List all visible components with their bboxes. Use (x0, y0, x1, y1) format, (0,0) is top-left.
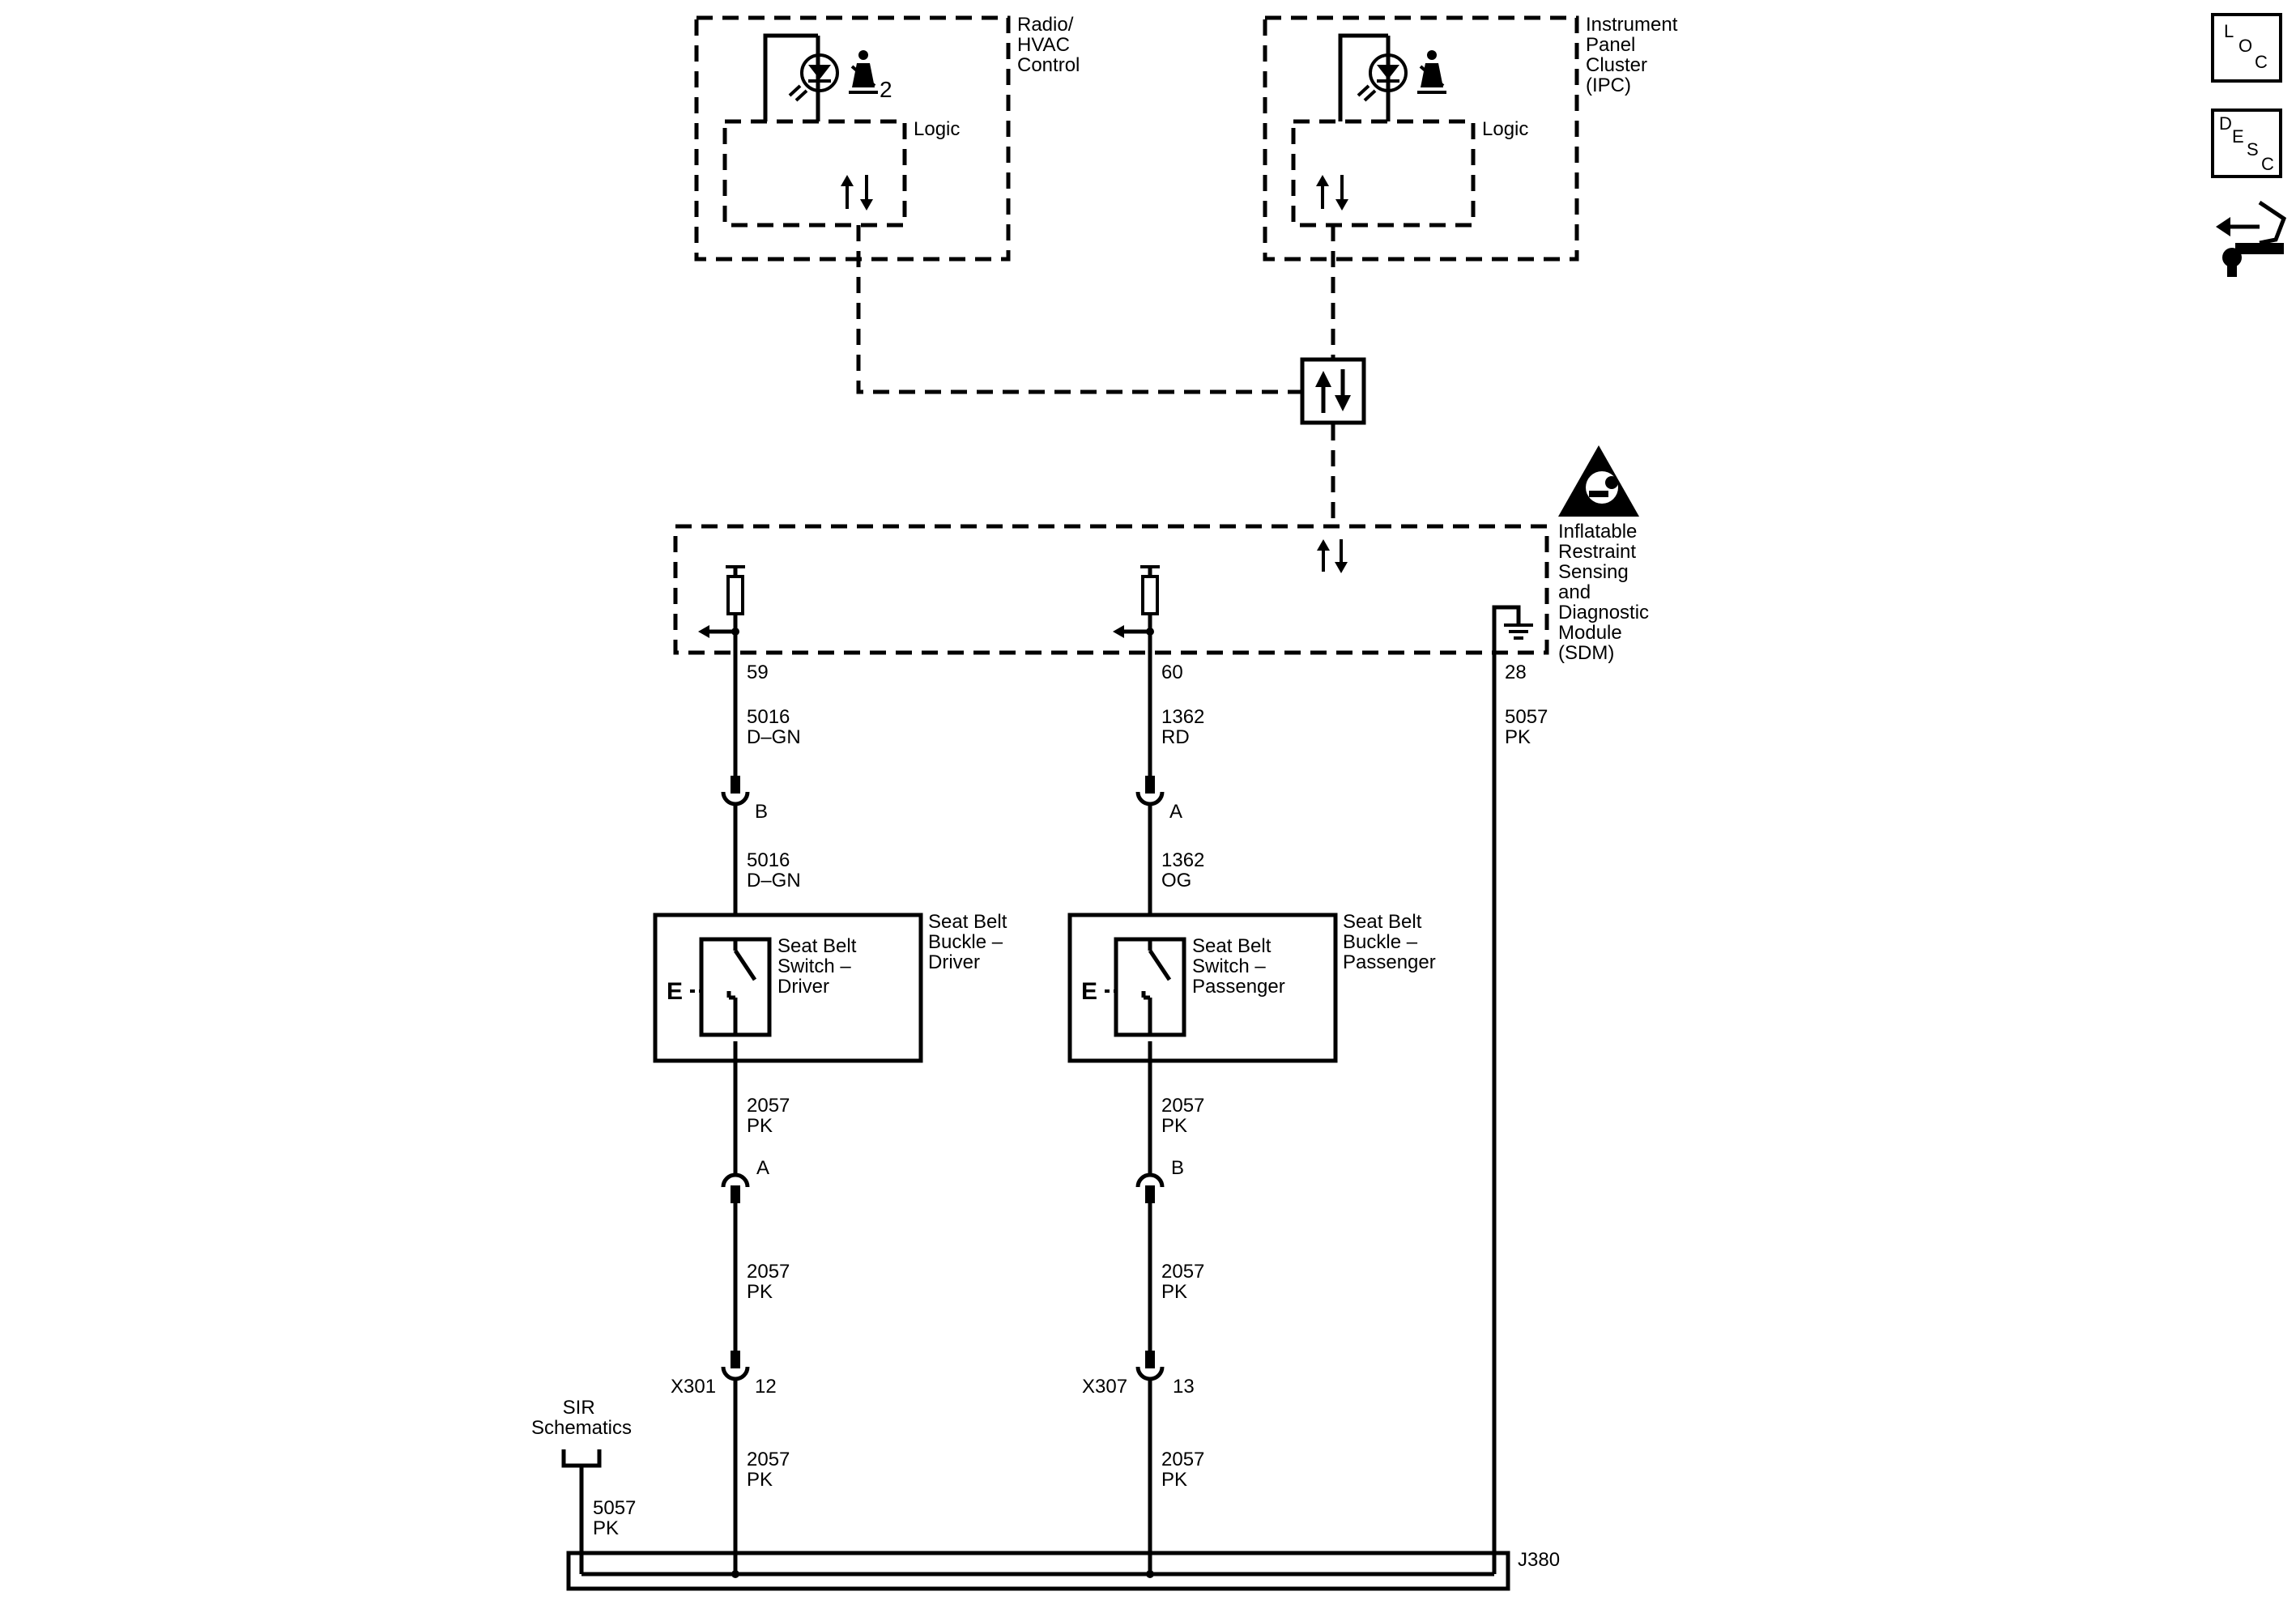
serial-data-bus (856, 225, 1366, 526)
data-arrows-icon (1316, 175, 1348, 211)
passenger-inline-pin: 13 (1173, 1376, 1195, 1398)
passenger-buckle-label: Seat Belt Buckle – Passenger (1343, 911, 1436, 973)
passenger-wire-mid: 1362 OG (1161, 849, 1210, 891)
passenger-circuit: 60 1362 RD A 1362 OG 2057 PK B 2057 PK X… (1082, 565, 1210, 1574)
ground-icon (1492, 605, 1533, 653)
driver-seatbelt-buckle: E Seat Belt Switch – Driver Seat Belt Bu… (653, 911, 1012, 1063)
driver-wire-top: 5016 D–GN (747, 706, 801, 748)
indicator-count: 2 (880, 77, 892, 102)
ground-sdm-pin: 28 (1505, 662, 1527, 683)
passenger-inline-connector: X307 (1082, 1376, 1127, 1398)
sir-label: SIR Schematics (531, 1397, 632, 1439)
svg-text:D: D (2219, 113, 2232, 134)
switch-symbol-icon: E (1081, 937, 1186, 1037)
pullup-resistor-icon (1113, 565, 1160, 638)
airbag-warning-icon (1558, 445, 1639, 517)
passenger-connector-top: A (1169, 801, 1182, 823)
pullup-resistor-icon (698, 565, 745, 638)
ipc-module: Logic Instrument Panel Cluster (IPC) (1263, 14, 1683, 262)
passenger-switch-label: Seat Belt Switch – Passenger (1192, 935, 1285, 998)
ipc-logic-label: Logic (1482, 118, 1528, 140)
data-arrows-icon (841, 175, 873, 211)
ground-wire: 5057 PK (1505, 706, 1553, 748)
driver-wire-mid: 5016 D–GN (747, 849, 801, 891)
seatbelt-person-icon (1417, 50, 1446, 94)
sir-schematics-reference: SIR Schematics 5057 PK (531, 1397, 641, 1574)
driver-wire-low: 2057 PK (747, 1095, 795, 1137)
splice-pack-j380: J380 (566, 1549, 1560, 1591)
radio-module-label: Radio/ HVAC Control (1017, 14, 1080, 76)
passenger-connector-low: B (1171, 1157, 1184, 1179)
passenger-wire-low2: 2057 PK (1161, 1261, 1210, 1303)
splice-label: J380 (1518, 1549, 1560, 1571)
driver-inline-pin: 12 (755, 1376, 777, 1398)
ground-circuit: 28 5057 PK (1492, 653, 1553, 1574)
passenger-wire-top: 1362 RD (1161, 706, 1210, 748)
driver-inline-connector: X301 (671, 1376, 716, 1398)
driver-buckle-label: Seat Belt Buckle – Driver (928, 911, 1012, 973)
seatbelt-indicator-lamp-icon (1357, 53, 1408, 102)
seatbelt-person-icon (849, 50, 878, 94)
driver-connector-top: B (755, 801, 768, 823)
passenger-wire-bottom: 2057 PK (1161, 1449, 1210, 1491)
driver-wire-low2: 2057 PK (747, 1261, 795, 1303)
passenger-seatbelt-buckle: E Seat Belt Switch – Passenger Seat Belt… (1067, 911, 1436, 1063)
driver-switch-label: Seat Belt Switch – Driver (777, 935, 862, 998)
svg-text:E: E (2232, 126, 2244, 147)
driver-sdm-pin: 59 (747, 662, 769, 683)
ipc-module-label: Instrument Panel Cluster (IPC) (1586, 14, 1683, 96)
switch-symbol-icon: E (667, 937, 772, 1037)
location-icon-button[interactable]: L O C (2211, 13, 2282, 83)
bus-arrows-icon (1315, 369, 1351, 413)
sir-wire: 5057 PK (593, 1497, 641, 1539)
switch-letter: E (1081, 978, 1097, 1005)
passenger-wire-low: 2057 PK (1161, 1095, 1210, 1137)
data-arrows-icon (1317, 539, 1348, 573)
driver-connector-low: A (756, 1157, 769, 1179)
seatbelt-indicator-lamp-icon (788, 53, 839, 102)
svg-text:C: C (2255, 52, 2268, 72)
connector-repair-icon[interactable] (2216, 200, 2287, 277)
svg-text:O: O (2238, 36, 2252, 56)
driver-circuit: 59 5016 D–GN B 5016 D–GN 2057 PK A 2057 … (671, 565, 801, 1574)
sdm-module-label: Inflatable Restraint Sensing and Diagnos… (1558, 521, 1655, 664)
radio-hvac-module: 2 Logic Radio/ HVAC Control (694, 14, 1080, 262)
driver-wire-bottom: 2057 PK (747, 1449, 795, 1491)
svg-text:S: S (2247, 139, 2259, 160)
radio-logic-label: Logic (914, 118, 960, 140)
svg-text:L: L (2224, 21, 2234, 41)
sdm-module: Inflatable Restraint Sensing and Diagnos… (673, 445, 1655, 664)
svg-text:C: C (2261, 154, 2274, 174)
passenger-sdm-pin: 60 (1161, 662, 1183, 683)
switch-letter: E (667, 978, 683, 1005)
description-icon-button[interactable]: D E S C (2211, 109, 2282, 178)
